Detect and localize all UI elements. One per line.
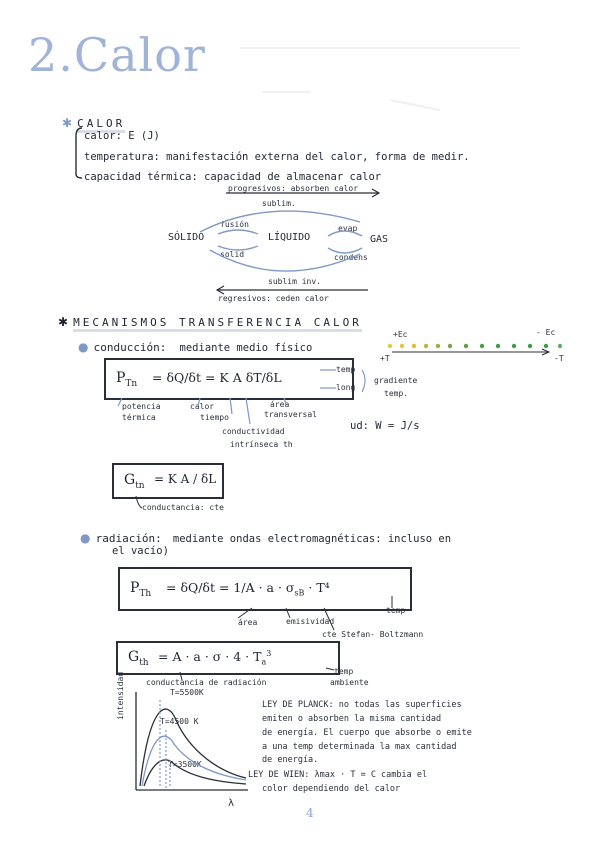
progressive-label: progresivos: absorben calor — [228, 184, 359, 193]
planck-line-4: a una temp determinada la max cantidad — [262, 742, 457, 752]
conduction-eq-rhs: = δQ/δt = K A δT/δL — [152, 370, 282, 385]
solid-small-label: solid — [220, 250, 245, 259]
radiation-annotations — [179, 596, 393, 681]
curve-label-4500: T=4500 K — [160, 717, 199, 726]
radiation-equation-box: PTh = δQ/δt = 1/A · a · σsB · T⁴ — [118, 567, 412, 611]
graph-xlabel: λ — [228, 798, 235, 809]
conductance-note: conductancia: cte — [142, 503, 224, 512]
asterisk-icon: ✱ — [62, 116, 73, 130]
conduction-eq-lhs: PTn — [116, 370, 138, 389]
asterisk-icon: ✱ — [58, 315, 69, 329]
scale-minus-ec: - Ec — [536, 328, 556, 337]
gradient-label-2: temp. — [384, 389, 409, 398]
gas-label: GAS — [370, 234, 389, 245]
scale-minus-t: -T — [554, 354, 564, 363]
radiacion-desc-2: el vacío) — [112, 545, 169, 557]
area-label: área — [270, 400, 290, 409]
conduccion-label: conducción: — [93, 341, 167, 354]
note-long: long — [336, 383, 356, 392]
gradient-label: gradiente — [374, 376, 418, 385]
bullet-icon: ● — [78, 340, 89, 354]
radiation-conductance-lhs: Gth — [128, 649, 149, 668]
conductance-box: Gtn = K A / δL — [112, 463, 224, 499]
energy-scale — [387, 343, 563, 356]
scale-plus-t: +T — [380, 354, 390, 363]
units-label: ud: W = J/s — [350, 420, 420, 432]
radiation-area-label: área — [238, 618, 258, 627]
faded-header-marks — [240, 47, 520, 111]
conduccion-desc: mediante medio físico — [179, 342, 313, 354]
temp-ambiente-label-2: ambiente — [330, 678, 369, 687]
radiation-conductance-box: Gth = A · a · σ · 4 · Ta3 — [116, 641, 340, 675]
fusion-label: fusión — [220, 220, 249, 229]
temp-ambiente-label: temp — [334, 667, 354, 676]
calor-label: calor — [190, 402, 215, 411]
sublim-label: sublim. — [262, 199, 296, 208]
calor-line-2: temperatura: manifestación externa del c… — [84, 151, 470, 163]
conduction-annotations — [117, 369, 366, 425]
planck-graph — [135, 692, 248, 791]
phase-curves — [199, 210, 363, 272]
section-calor: ✱ CALOR — [62, 112, 126, 133]
sublim-inv-label: sublim inv. — [268, 277, 321, 286]
conduction-equation-box: PTn = δQ/δt = K A δT/δL — [104, 358, 354, 400]
radiation-note-temp: temp — [386, 606, 406, 615]
section-heading-mecanismos: MECANISMOS TRANSFERENCIA CALOR — [73, 316, 362, 332]
scale-plus-ec: +Ec — [393, 330, 408, 339]
termica-label: térmica — [122, 413, 156, 422]
conductividad-label: conductividad — [222, 427, 285, 436]
stefan-label: cte Stefan- Boltzmann — [322, 630, 424, 639]
radiation-conductance-rhs: = A · a · σ · 4 · Ta3 — [158, 649, 272, 667]
evap-label: evap — [338, 224, 358, 233]
curve-label-5500: T=5500K — [170, 688, 204, 697]
planck-line-5: de energía. — [262, 755, 319, 765]
radiation-eq-rhs: = δQ/δt = 1/A · a · σsB · T⁴ — [166, 580, 330, 598]
planck-line-3: de energía. El cuerpo que absorbe o emit… — [262, 728, 472, 738]
solid-label: SÓLIDO — [168, 232, 205, 243]
radiacion-row: ● radiación: mediante ondas electromagné… — [80, 527, 451, 546]
wien-line-2: color dependiendo del calor — [262, 784, 401, 794]
calor-line-3: capacidad térmica: capacidad de almacena… — [84, 171, 382, 183]
conductancia-radiacion-label: conductancia de radiación — [146, 678, 267, 687]
transversal-label: transversal — [264, 410, 317, 419]
page-number: 4 — [306, 806, 314, 820]
note-temp: temp — [336, 365, 356, 374]
curve-label-3500: T=3500K — [168, 760, 202, 769]
radiacion-label: radiación: — [95, 532, 162, 545]
regressive-label: regresivos: ceden calor — [218, 294, 329, 303]
potencia-label: potencia — [122, 402, 161, 411]
intrinseca-label: intrínseca th — [230, 440, 293, 449]
radiacion-desc: mediante ondas electromagnéticas: inclus… — [172, 533, 452, 545]
section-mecanismos: ✱ MECANISMOS TRANSFERENCIA CALOR — [58, 311, 362, 332]
calor-line-1: calor: E (J) — [84, 130, 160, 142]
wien-line-1: LEY DE WIEN: λmax · T = C cambia el — [248, 770, 428, 780]
liquid-label: LÍQUIDO — [268, 232, 311, 243]
planck-line-1: LEY DE PLANCK: no todas las superficies — [262, 700, 462, 710]
conductance-lhs: Gtn — [124, 472, 145, 491]
emisividad-label: emisividad — [286, 617, 335, 626]
tiempo-label: tiempo — [200, 413, 229, 422]
radiation-eq-lhs: PTh — [130, 580, 152, 599]
conductance-arrow — [135, 495, 143, 509]
planck-line-2: emiten o absorben la misma cantidad — [262, 714, 442, 724]
conduccion-row: ● conducción: mediante medio físico — [78, 336, 312, 355]
calor-bracket — [75, 127, 83, 179]
bullet-icon: ● — [80, 531, 91, 545]
page-title: 2.Calor — [28, 28, 206, 82]
conductance-rhs: = K A / δL — [154, 472, 217, 486]
section-heading-calor: CALOR — [77, 117, 126, 133]
phase-arrows — [215, 188, 381, 295]
